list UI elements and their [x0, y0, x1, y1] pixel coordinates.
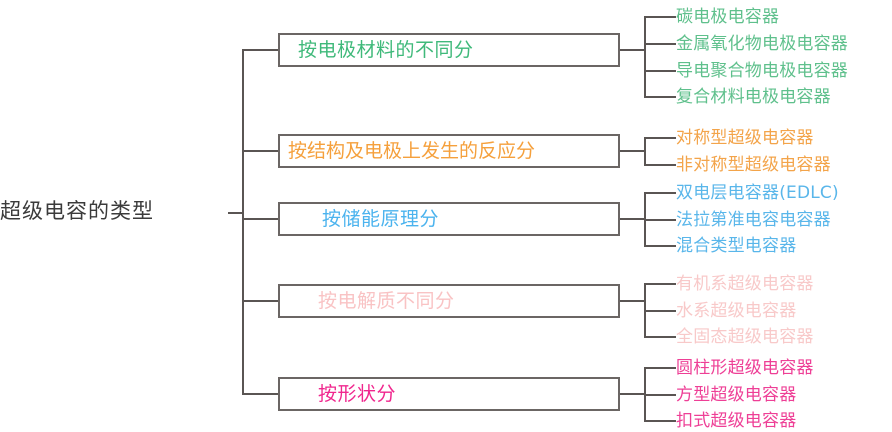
leaf-item[interactable]: 双电层电容器(EDLC)	[676, 183, 839, 203]
leaf-connector-2-2	[644, 164, 676, 166]
leaf-item[interactable]: 水系超级电容器	[676, 301, 797, 321]
category-box-electrolyte[interactable]: 按电解质不同分	[278, 284, 620, 318]
category-label-structure-reaction: 按结构及电极上发生的反应分	[288, 140, 536, 162]
leaf-connector-2-1	[644, 137, 676, 139]
leaf-connector-4-1	[644, 283, 676, 285]
leaf-item[interactable]: 扣式超级电容器	[676, 411, 797, 431]
leaf-item[interactable]: 方型超级电容器	[676, 385, 797, 405]
category-box-structure-reaction[interactable]: 按结构及电极上发生的反应分	[278, 134, 620, 168]
leaf-connector-1-1	[644, 16, 676, 18]
leaf-connector-1-4	[644, 96, 676, 98]
leaf-connector-5-2	[644, 394, 676, 396]
branch-connector-5	[242, 393, 280, 395]
leaf-connector-5-3	[644, 420, 676, 422]
branch-connector-2	[242, 150, 280, 152]
leaf-stem-3	[620, 218, 646, 220]
branch-connector-1	[242, 49, 280, 51]
leaf-item[interactable]: 复合材料电极电容器	[676, 87, 831, 107]
category-label-energy-storage-principle: 按储能原理分	[322, 208, 440, 230]
main-trunk-line	[242, 50, 244, 395]
category-label-electrolyte: 按电解质不同分	[318, 290, 455, 312]
category-box-energy-storage-principle[interactable]: 按储能原理分	[278, 202, 620, 236]
leaf-item[interactable]: 非对称型超级电容器	[676, 155, 831, 175]
leaf-connector-4-3	[644, 336, 676, 338]
leaf-connector-3-3	[644, 245, 676, 247]
leaf-stem-4	[620, 300, 646, 302]
branch-connector-3	[242, 218, 280, 220]
category-label-shape: 按形状分	[318, 383, 397, 405]
root-stem-line	[228, 212, 244, 214]
leaf-connector-4-2	[644, 310, 676, 312]
leaf-item[interactable]: 混合类型电容器	[676, 236, 797, 256]
leaf-connector-3-2	[644, 219, 676, 221]
leaf-item[interactable]: 圆柱形超级电容器	[676, 358, 814, 378]
leaf-item[interactable]: 金属氧化物电极电容器	[676, 34, 848, 54]
leaf-item[interactable]: 法拉第准电容电容器	[676, 210, 831, 230]
leaf-item[interactable]: 对称型超级电容器	[676, 128, 814, 148]
leaf-item[interactable]: 导电聚合物电极电容器	[676, 61, 848, 81]
category-box-electrode-material[interactable]: 按电极材料的不同分	[278, 33, 620, 67]
root-node-label: 超级电容的类型	[0, 199, 154, 223]
leaf-connector-5-1	[644, 367, 676, 369]
branch-connector-4	[242, 300, 280, 302]
leaf-trunk-2	[644, 137, 646, 165]
category-box-shape[interactable]: 按形状分	[278, 377, 620, 411]
leaf-connector-1-3	[644, 70, 676, 72]
leaf-item[interactable]: 碳电极电容器	[676, 7, 780, 27]
leaf-item[interactable]: 有机系超级电容器	[676, 274, 814, 294]
leaf-item[interactable]: 全固态超级电容器	[676, 327, 814, 347]
leaf-stem-5	[620, 393, 646, 395]
leaf-connector-1-2	[644, 43, 676, 45]
leaf-connector-3-1	[644, 192, 676, 194]
leaf-stem-1	[620, 49, 646, 51]
category-label-electrode-material: 按电极材料的不同分	[298, 39, 474, 61]
leaf-stem-2	[620, 150, 646, 152]
leaf-trunk-1	[644, 16, 646, 97]
